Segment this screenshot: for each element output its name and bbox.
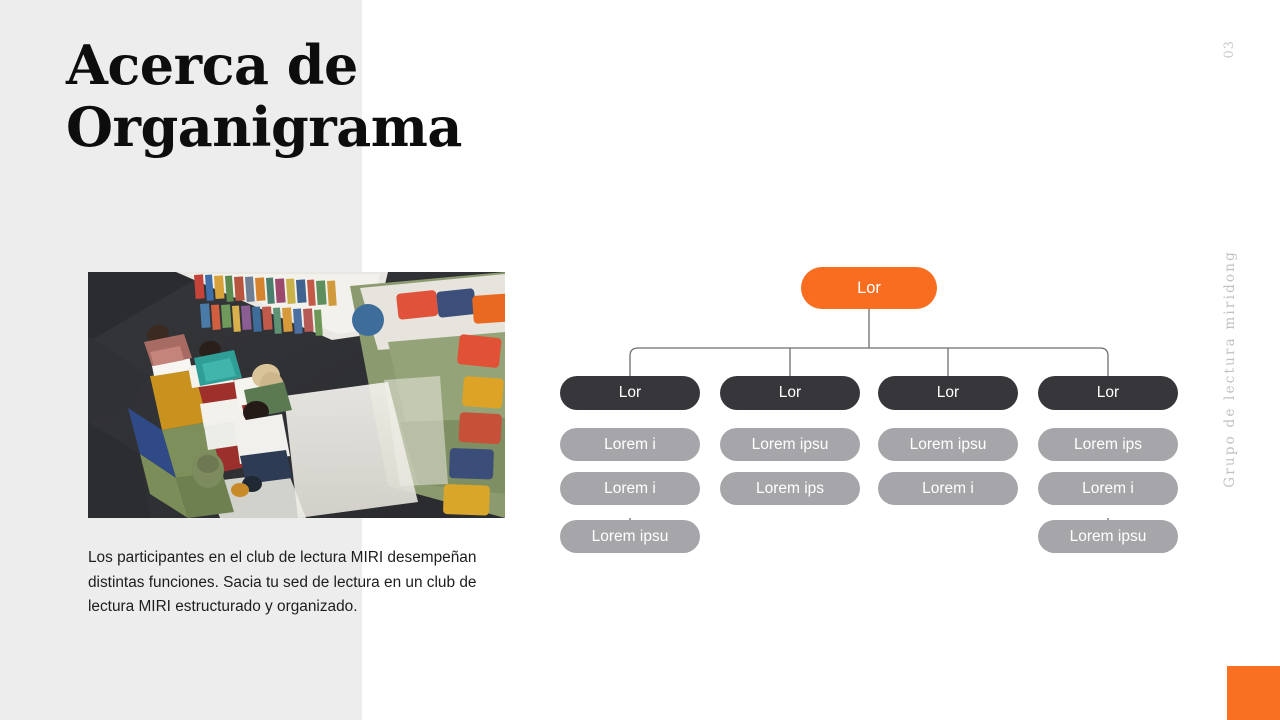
org-node-col4-head[interactable]: Lor [1038,376,1178,410]
org-node-col3-child2[interactable]: Lorem i [878,472,1018,505]
org-node-col4-child1[interactable]: Lorem ips [1038,428,1178,461]
org-node-col2-child2[interactable]: Lorem ips [720,472,860,505]
org-node-col1-child1[interactable]: Lorem i [560,428,700,461]
org-node-col2-child1[interactable]: Lorem ipsu [720,428,860,461]
page-number: 03 [1222,40,1237,59]
body-paragraph: Los participantes en el club de lectura … [88,549,477,615]
org-node-col4-child3[interactable]: Lorem ipsu [1038,520,1178,553]
connector-bus [629,347,1109,395]
library-photo [88,272,505,518]
org-node-col1-child2[interactable]: Lorem i [560,472,700,505]
org-chart: Lor Lor Lorem i Lorem i Lorem ipsu Lor L… [540,250,1240,590]
library-photo-illustration [88,272,505,518]
page-title: Acerca de Organigrama [66,33,462,159]
org-node-col1-head[interactable]: Lor [560,376,700,410]
org-node-root[interactable]: Lor [801,267,937,309]
corner-accent-block [1227,666,1280,720]
org-node-col3-child1[interactable]: Lorem ipsu [878,428,1018,461]
org-node-col2-head[interactable]: Lor [720,376,860,410]
org-node-col4-child2[interactable]: Lorem i [1038,472,1178,505]
org-node-col1-child3[interactable]: Lorem ipsu [560,520,700,553]
org-node-col3-head[interactable]: Lor [878,376,1018,410]
